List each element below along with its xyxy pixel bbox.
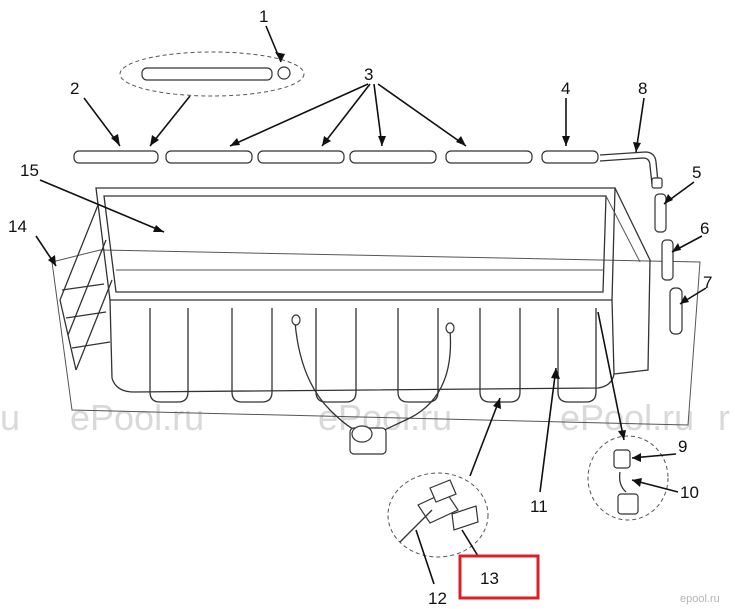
label-8: 8 [638,79,647,98]
label-2: 2 [70,79,79,98]
label-13: 13 [480,569,499,588]
label-15: 15 [20,161,39,180]
rail-detail [141,67,273,81]
label-4: 4 [561,79,570,98]
arrow-heads [48,52,689,487]
label-7: 7 [703,273,712,292]
detail-circle-right [587,435,669,521]
label-3: 3 [364,65,373,84]
highlight-box-13 [458,554,540,600]
label-11: 11 [530,497,548,516]
label-6: 6 [700,219,709,238]
pump-assembly [291,314,455,455]
watermark-left: ru [0,397,20,438]
detail-circle-bottom [387,472,489,558]
pool-body [95,187,651,393]
label-12: 12 [428,589,447,608]
ladder [59,204,113,371]
watermark-3: ePool.ru [560,397,694,438]
rail-cap [277,66,291,80]
clip-detail [399,479,479,543]
corner-parts [599,151,683,335]
watermark-right: r [718,397,730,438]
label-1: 1 [259,7,268,26]
plug-detail [613,449,639,515]
label-5: 5 [692,163,701,182]
detail-circle-top [119,51,305,97]
label-9: 9 [678,437,687,456]
leader-arrows [35,25,707,585]
ground-cloth [51,249,701,426]
watermark-corner: epool.ru [680,593,720,605]
top-rails [73,150,599,164]
label-14: 14 [8,217,27,236]
label-10: 10 [680,483,699,502]
pool-legs [149,308,597,403]
watermark-1: ePool.ru [70,397,204,438]
